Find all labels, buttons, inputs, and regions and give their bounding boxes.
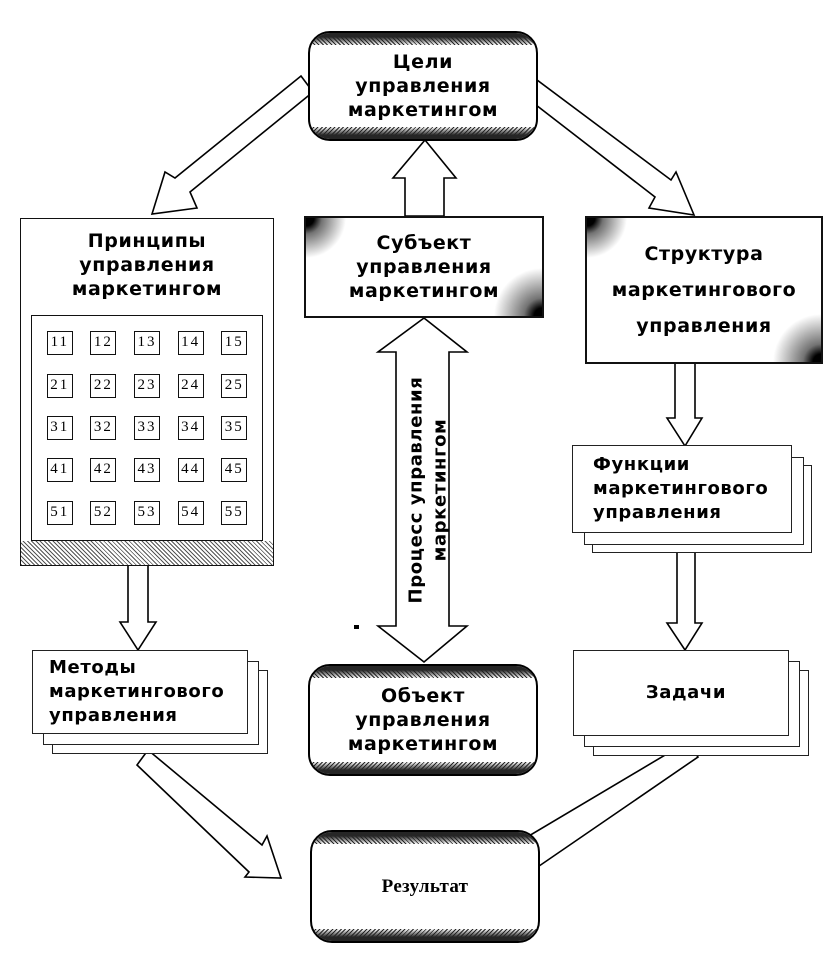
functions-node: Функции маркетингового управления <box>572 445 812 555</box>
matrix-cell: 14 <box>177 331 204 356</box>
structure-line-2: маркетингового <box>611 279 797 301</box>
methods-line-1: Методы <box>49 657 137 678</box>
tasks-sheet-front: Задачи <box>573 650 789 736</box>
matrix-cell: 15 <box>221 331 248 356</box>
functions-sheet-front: Функции маркетингового управления <box>572 445 792 533</box>
methods-line-3: управления <box>49 705 178 726</box>
goals-line-2: управления <box>355 75 491 97</box>
principles-shadow-band <box>21 541 273 565</box>
matrix-cell: 35 <box>221 415 248 440</box>
process-line-2: маркетингом <box>429 418 450 562</box>
matrix-cell: 33 <box>133 415 160 440</box>
matrix-cell: 53 <box>133 500 160 525</box>
matrix-cell: 21 <box>46 373 73 398</box>
goals-line-3: маркетингом <box>347 99 499 121</box>
tasks-node: Задачи <box>573 650 813 760</box>
subject-node: Субъект управления маркетингом <box>304 216 544 318</box>
process-label: Процесс управления маркетингом <box>398 340 458 640</box>
matrix-cell: 55 <box>221 500 248 525</box>
methods-sheet-front: Методы маркетингового управления <box>32 650 248 734</box>
matrix-cell: 13 <box>133 331 160 356</box>
object-line-2: управления <box>355 709 491 731</box>
matrix-cell: 25 <box>221 373 248 398</box>
functions-line-2: маркетингового <box>593 478 769 499</box>
structure-line-1: Структура <box>644 243 764 265</box>
tasks-label: Задачи <box>645 682 727 703</box>
matrix-cell: 45 <box>221 458 248 483</box>
object-line-1: Объект <box>380 685 466 707</box>
arrow-process-bidirectional <box>375 316 470 664</box>
subject-line-3: маркетингом <box>348 280 500 302</box>
structure-line-3: управления <box>636 315 772 337</box>
arrow-goals-to-principles <box>150 74 315 215</box>
matrix-cell: 42 <box>90 458 117 483</box>
matrix-cell: 23 <box>133 373 160 398</box>
matrix-cell: 41 <box>46 458 73 483</box>
goals-line-1: Цели <box>392 51 454 73</box>
result-label: Результат <box>381 875 469 897</box>
matrix-cell: 43 <box>133 458 160 483</box>
principles-line-3: маркетингом <box>71 278 223 300</box>
matrix-cell: 32 <box>90 415 117 440</box>
goals-node: Цели управления маркетингом <box>308 31 538 141</box>
principles-line-1: Принципы <box>87 230 207 252</box>
principles-line-2: управления <box>79 254 215 276</box>
matrix-cell: 31 <box>46 415 73 440</box>
arrow-functions-to-tasks <box>665 544 704 652</box>
matrix-cell: 22 <box>90 373 117 398</box>
matrix-cell: 54 <box>177 500 204 525</box>
structure-node: Структура маркетингового управления <box>585 216 823 364</box>
methods-node: Методы маркетингового управления <box>32 650 272 760</box>
functions-line-3: управления <box>593 502 722 523</box>
object-line-3: маркетингом <box>347 733 499 755</box>
functions-line-1: Функции <box>593 454 691 475</box>
matrix-cell: 44 <box>177 458 204 483</box>
principles-node: Принципы управления маркетингом 11 12 13… <box>20 218 274 566</box>
matrix-cell: 52 <box>90 500 117 525</box>
subject-line-1: Субъект <box>376 232 472 254</box>
matrix-cell: 24 <box>177 373 204 398</box>
process-line-1: Процесс управления <box>405 376 426 604</box>
result-node: Результат <box>310 830 540 943</box>
matrix-cell: 11 <box>46 331 73 356</box>
arrow-methods-to-result <box>135 748 283 879</box>
principles-matrix: 11 12 13 14 15 21 22 23 24 25 31 32 33 3… <box>31 315 263 541</box>
arrow-goals-to-structure <box>525 78 696 217</box>
arrow-subject-to-goals <box>391 138 458 217</box>
methods-line-2: маркетингового <box>49 681 225 702</box>
matrix-cell: 34 <box>177 415 204 440</box>
matrix-cell: 12 <box>90 331 117 356</box>
stray-mark <box>354 625 359 629</box>
matrix-cell: 51 <box>46 500 73 525</box>
object-node: Объект управления маркетингом <box>308 664 538 776</box>
arrow-structure-to-functions <box>665 361 704 448</box>
subject-line-2: управления <box>356 256 492 278</box>
principles-title: Принципы управления маркетингом <box>21 229 273 301</box>
